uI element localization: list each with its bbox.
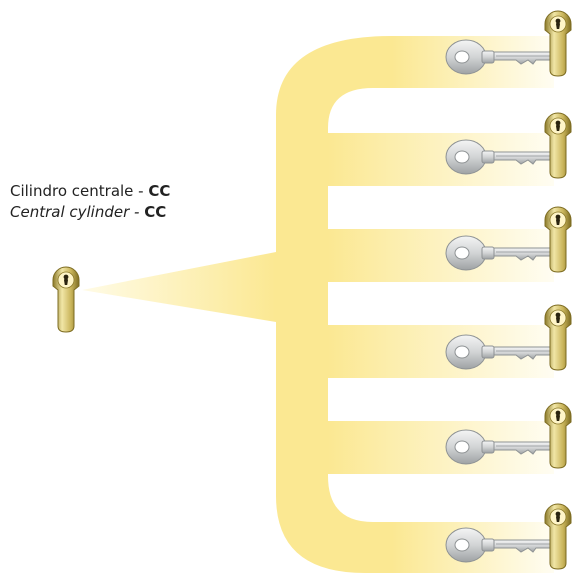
bracket-shape: [276, 36, 554, 573]
central-cylinder-icon: [53, 267, 79, 332]
connection-beam: [82, 252, 276, 322]
central-cylinder-label: Cilindro centrale - CC Central cylinder …: [10, 181, 170, 223]
label-english-text: Central cylinder -: [10, 203, 144, 221]
label-english-code: CC: [144, 203, 166, 221]
label-english: Central cylinder - CC: [10, 202, 170, 223]
label-italian: Cilindro centrale - CC: [10, 181, 170, 202]
label-italian-code: CC: [148, 182, 170, 200]
label-italian-text: Cilindro centrale -: [10, 182, 148, 200]
